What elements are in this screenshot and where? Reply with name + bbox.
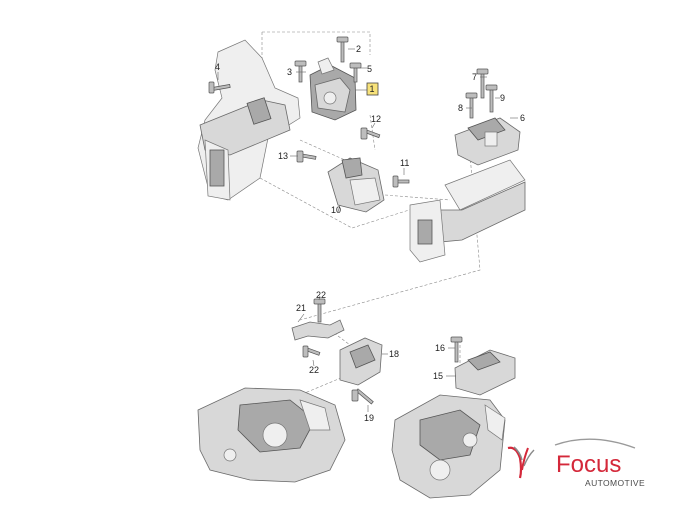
callout-22-lower: 22 bbox=[309, 365, 319, 375]
gearbox-bracket-part-18 bbox=[339, 337, 383, 386]
callout-6: 6 bbox=[520, 113, 525, 123]
callout-7: 7 bbox=[472, 72, 477, 82]
callout-19: 19 bbox=[364, 413, 374, 423]
callout-9: 9 bbox=[500, 93, 505, 103]
bolt-part-19 bbox=[351, 388, 374, 405]
callout-12: 12 bbox=[371, 114, 381, 124]
callout-11: 11 bbox=[400, 158, 409, 168]
callout-21: 21 bbox=[296, 303, 306, 313]
bolt-part-3 bbox=[294, 60, 307, 83]
logo-mark-icon bbox=[507, 446, 535, 479]
callout-5: 5 bbox=[367, 64, 372, 74]
logo-brand-name: Focus bbox=[556, 451, 621, 478]
bolt-part-16 bbox=[450, 336, 463, 363]
logo-subtitle: AUTOMOTIVE bbox=[585, 478, 645, 488]
callout-4: 4 bbox=[215, 62, 220, 72]
leader-lines bbox=[217, 48, 518, 412]
link-arm-part-21 bbox=[291, 319, 345, 341]
bolt-part-2 bbox=[336, 36, 349, 63]
bolt-part-9 bbox=[485, 84, 498, 113]
callout-15: 15 bbox=[433, 371, 443, 381]
gearbox-support-part-15 bbox=[454, 349, 516, 396]
highlight-box-part-1 bbox=[366, 82, 379, 96]
callout-8: 8 bbox=[458, 103, 463, 113]
callout-10: 10 bbox=[331, 205, 341, 215]
bolt-part-12 bbox=[360, 127, 381, 140]
callout-18: 18 bbox=[389, 349, 399, 359]
pendulum-mount-part-10 bbox=[327, 157, 385, 213]
bolt-part-22-lower bbox=[302, 345, 321, 358]
callout-3: 3 bbox=[287, 67, 292, 77]
callout-2: 2 bbox=[356, 44, 361, 54]
left-subframe-bracket bbox=[197, 39, 301, 201]
engine-mount-part-1 bbox=[309, 57, 357, 121]
bolt-part-11 bbox=[392, 175, 410, 188]
logo-swoosh-icon bbox=[554, 438, 636, 449]
gearbox-left bbox=[197, 387, 346, 483]
callout-13: 13 bbox=[278, 151, 288, 161]
callout-labels: 1 2 3 4 5 6 7 8 9 10 11 12 13 15 16 18 1… bbox=[215, 44, 525, 423]
right-frame-rail bbox=[409, 159, 526, 263]
bolt-part-22-upper bbox=[313, 298, 326, 323]
callout-22-upper: 22 bbox=[316, 290, 326, 300]
bolt-part-8 bbox=[465, 92, 478, 119]
gearbox-right bbox=[391, 394, 506, 499]
callout-16: 16 bbox=[435, 343, 445, 353]
bolt-part-13 bbox=[296, 150, 317, 163]
bolt-part-4 bbox=[208, 81, 231, 94]
callout-1: 1 bbox=[370, 84, 375, 94]
bolt-part-5 bbox=[349, 62, 362, 83]
focus-automotive-logo: Focus AUTOMOTIVE bbox=[507, 438, 645, 488]
bolt-part-7 bbox=[476, 68, 489, 99]
gearbox-mount-part-6 bbox=[454, 117, 521, 166]
